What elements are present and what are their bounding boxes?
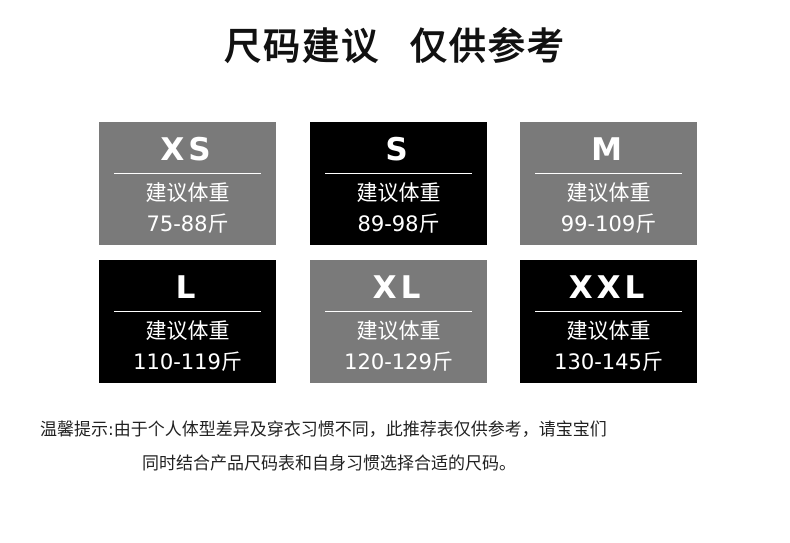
size-name: XXL — [568, 270, 649, 306]
card-divider — [325, 173, 472, 174]
card-divider — [535, 311, 682, 312]
size-card-xxl: XXL 建议体重 130-145斤 — [520, 260, 697, 383]
size-grid: XS 建议体重 75-88斤 S 建议体重 89-98斤 M 建议体重 99-1… — [99, 122, 697, 383]
size-card-s: S 建议体重 89-98斤 — [310, 122, 487, 245]
weight-label: 建议体重 — [356, 319, 441, 343]
weight-range: 120-129斤 — [344, 350, 453, 374]
weight-label: 建议体重 — [145, 319, 230, 343]
size-card-m: M 建议体重 99-109斤 — [520, 122, 697, 245]
size-card-xs: XS 建议体重 75-88斤 — [99, 122, 276, 245]
weight-range: 130-145斤 — [554, 350, 663, 374]
size-name: XL — [372, 270, 425, 306]
card-divider — [114, 311, 261, 312]
size-name: L — [175, 270, 200, 306]
weight-range: 99-109斤 — [560, 212, 657, 236]
card-divider — [114, 173, 261, 174]
weight-label: 建议体重 — [566, 181, 651, 205]
card-divider — [535, 173, 682, 174]
tip-line-1: 温馨提示:由于个人体型差异及穿衣习惯不同，此推荐表仅供参考，请宝宝们 — [40, 420, 607, 440]
card-divider — [325, 311, 472, 312]
size-name: S — [385, 132, 412, 168]
size-card-l: L 建议体重 110-119斤 — [99, 260, 276, 383]
size-card-xl: XL 建议体重 120-129斤 — [310, 260, 487, 383]
weight-label: 建议体重 — [356, 181, 441, 205]
weight-range: 89-98斤 — [357, 212, 440, 236]
weight-label: 建议体重 — [145, 181, 230, 205]
size-name: M — [591, 132, 626, 168]
weight-label: 建议体重 — [566, 319, 651, 343]
tip-line-2: 同时结合产品尺码表和自身习惯选择合适的尺码。 — [142, 454, 516, 474]
weight-range: 75-88斤 — [146, 212, 229, 236]
size-name: XS — [160, 132, 215, 168]
weight-range: 110-119斤 — [133, 350, 242, 374]
page-title: 尺码建议 仅供参考 — [224, 25, 566, 68]
